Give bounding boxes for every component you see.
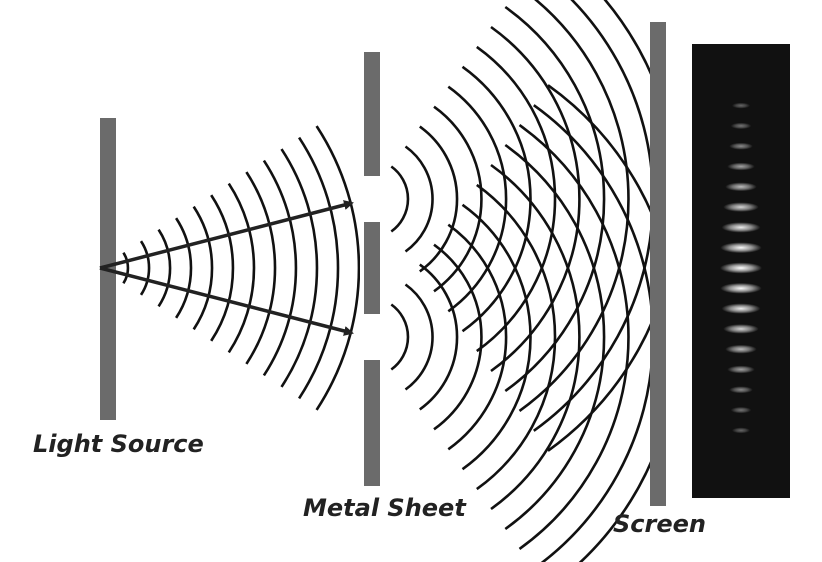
source-wavefront — [192, 205, 214, 331]
fringe-band — [725, 344, 757, 354]
fringe-band — [729, 386, 753, 394]
top-slit-wavefront — [404, 145, 434, 253]
metal-sheet-middle — [364, 222, 380, 314]
fringe-band — [721, 222, 761, 233]
source-wavefront — [175, 217, 193, 319]
bottom-slit-wavefront — [447, 223, 508, 451]
top-slit-wavefront — [461, 65, 532, 333]
top-slit-wavefront — [518, 0, 630, 412]
bottom-slit-wavefront — [404, 283, 434, 391]
metal-sheet-bottom — [364, 360, 380, 486]
bottom-slit-wavefront — [476, 183, 557, 491]
metal-sheet-label: Metal Sheet — [303, 494, 466, 522]
fringe-band — [721, 303, 761, 314]
fringe-band — [720, 282, 762, 294]
fringe-band — [727, 162, 755, 171]
fringe-band — [723, 202, 759, 212]
top-slit-wavefront — [533, 0, 652, 432]
top-slit-wavefront — [490, 25, 581, 373]
fringe-band — [731, 102, 751, 109]
source-wavefront — [298, 136, 340, 400]
arrow-to-top-slit — [99, 200, 354, 270]
top-slit-wavefront — [504, 5, 606, 393]
top-slit-wavefront — [419, 125, 459, 273]
source-wavefront — [280, 148, 319, 388]
fringe-band — [730, 406, 752, 414]
bottom-slit-wavefront — [504, 143, 606, 531]
top-slit-wavefront — [390, 165, 410, 233]
fringe-band — [720, 242, 762, 254]
interference-fringes — [720, 102, 762, 434]
source-wavefront — [315, 125, 360, 411]
source-wavefront — [210, 194, 235, 342]
top-slit-wavefront — [476, 45, 557, 353]
screen-bar — [650, 22, 666, 506]
source-wavefronts — [122, 125, 360, 411]
bottom-slit-wavefront — [490, 163, 581, 511]
source-wavefront — [227, 182, 256, 354]
top-slit-wavefront — [433, 105, 483, 293]
bottom-slit-wavefront — [461, 203, 532, 471]
screen-label: Screen — [613, 510, 706, 538]
bottom-slit-wavefront — [533, 104, 652, 562]
source-wavefront — [245, 171, 277, 365]
arrow-to-bottom-slit — [99, 266, 354, 336]
bottom-slit-wavefront — [547, 84, 652, 562]
fringe-band — [725, 182, 757, 192]
source-wavefront — [157, 228, 172, 308]
source-wavefront — [139, 240, 151, 296]
fringe-band — [723, 324, 759, 334]
light-source-label: Light Source — [33, 430, 204, 458]
fringe-band — [731, 427, 751, 434]
slit-wavefronts — [390, 0, 652, 562]
top-slit-wavefront — [447, 85, 508, 313]
bottom-slit-wavefront — [390, 303, 410, 371]
fringe-band — [729, 142, 753, 150]
fringe-band — [727, 365, 755, 374]
bottom-slit-wavefront — [433, 243, 483, 431]
bottom-slit-wavefront — [419, 263, 459, 411]
source-wavefront — [262, 159, 298, 377]
fringe-band — [720, 262, 762, 274]
source-wavefront — [122, 251, 130, 285]
metal-sheet-top — [364, 52, 380, 176]
bottom-slit-wavefront — [518, 124, 630, 550]
top-slit-wavefront — [547, 0, 652, 452]
metal-sheet — [364, 52, 380, 486]
fringe-band — [730, 122, 752, 130]
